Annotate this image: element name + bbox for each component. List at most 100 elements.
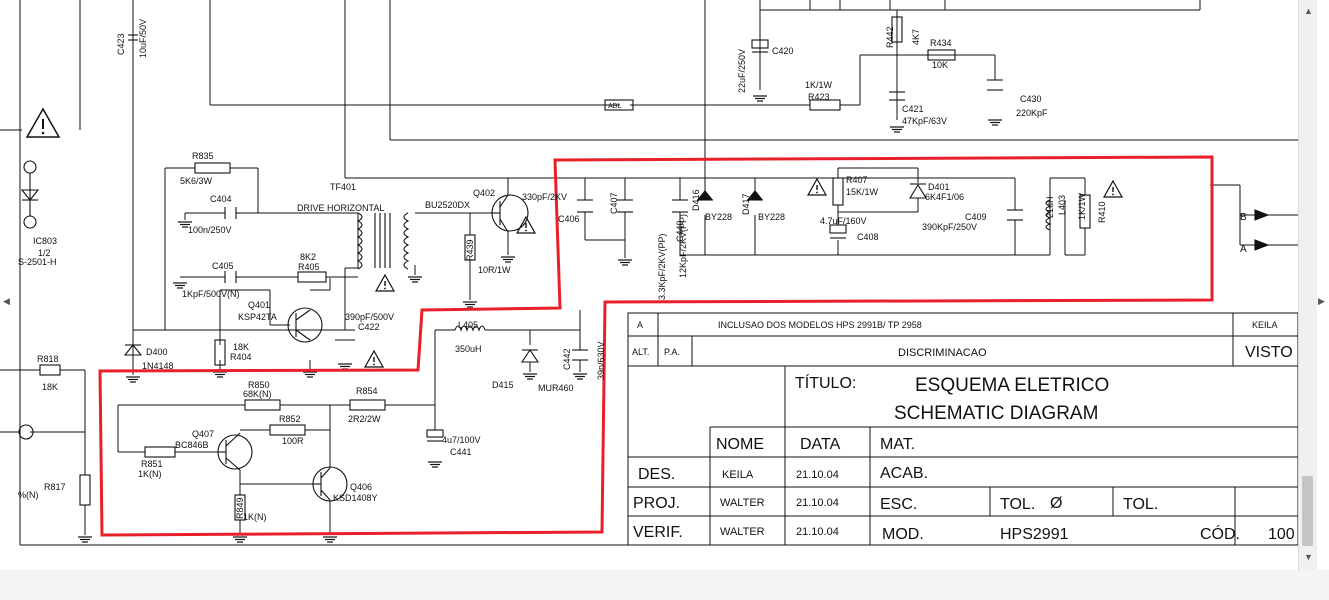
r434-value: 10K bbox=[932, 60, 948, 70]
tol-symbol: Ø bbox=[1050, 495, 1062, 512]
warning-triangle-icon bbox=[26, 108, 60, 138]
esc-label: ESC. bbox=[880, 496, 917, 513]
pa-label: P.A. bbox=[664, 347, 680, 357]
warning-triangle-icon bbox=[364, 350, 384, 368]
c440-value: 12KpF/2KV(PP) bbox=[678, 214, 688, 278]
r404-value: 18K bbox=[233, 342, 249, 352]
r439-label: R439 bbox=[465, 239, 475, 261]
d415-label: D415 bbox=[492, 380, 514, 390]
acab-label: ACAB. bbox=[880, 465, 928, 482]
scroll-down-arrow-icon[interactable]: ▼ bbox=[1304, 552, 1313, 562]
d416-type: BY228 bbox=[705, 212, 732, 222]
c430-label: C430 bbox=[1020, 94, 1042, 104]
connector-a-label: A bbox=[1240, 244, 1247, 255]
des-name: KEILA bbox=[722, 469, 754, 481]
q406-label: Q406 bbox=[350, 482, 372, 492]
warning-triangle-icon bbox=[516, 216, 536, 234]
r407-value: 15K/1W bbox=[846, 187, 879, 197]
c442-value: 39n/630V bbox=[596, 341, 606, 380]
d401-value: 6K4F1/06 bbox=[925, 192, 964, 202]
r442-value: 4K7 bbox=[911, 29, 921, 45]
l403-value: 21uH bbox=[1045, 196, 1055, 218]
r849-label: R849 bbox=[235, 497, 245, 519]
drive-horizontal-label: DRIVE HORIZONTAL bbox=[297, 203, 384, 213]
r817-value: %(N) bbox=[18, 490, 39, 500]
r407-label: R407 bbox=[846, 175, 868, 185]
r405-value: 8K2 bbox=[300, 252, 316, 262]
c420-value: 22uF/250V bbox=[737, 49, 747, 93]
cod-value: 100 bbox=[1268, 526, 1295, 543]
nome-header: NOME bbox=[716, 436, 764, 453]
c422-value: 390pF/500V bbox=[345, 312, 394, 322]
c407-label: C407 bbox=[609, 192, 619, 214]
c405-label: C405 bbox=[212, 261, 234, 271]
r851-value: 1K(N) bbox=[138, 469, 162, 479]
c409-value: 390KpF/250V bbox=[922, 222, 977, 232]
warning-triangle-icon bbox=[375, 274, 395, 292]
warning-triangle-icon bbox=[1103, 180, 1123, 198]
schematic-diagram: C423 10uF/50V 22uF/250V C420 R442 4K7 R4… bbox=[0, 0, 1299, 546]
q402-type: BU2520DX bbox=[425, 200, 470, 210]
q407-type: BC846B bbox=[175, 440, 209, 450]
c420-label: C420 bbox=[772, 46, 794, 56]
q406-type: KSD1408Y bbox=[333, 493, 378, 503]
verif-label: VERIF. bbox=[633, 524, 683, 541]
component-symbols bbox=[18, 16, 1270, 521]
scroll-up-arrow-icon[interactable]: ▲ bbox=[1304, 6, 1313, 16]
r852-label: R852 bbox=[279, 414, 301, 424]
mat-label: MAT. bbox=[880, 436, 915, 453]
scroll-right-arrow-icon[interactable]: ▶ bbox=[1318, 296, 1325, 306]
r849-value: 1K(N) bbox=[243, 512, 267, 522]
r817-label: R817 bbox=[44, 482, 66, 492]
r405-label: R405 bbox=[298, 262, 320, 272]
verif-date: 21.10.04 bbox=[796, 526, 839, 538]
bottom-status-area bbox=[0, 570, 1329, 600]
q401-type: KSP42TA bbox=[238, 312, 277, 322]
r423-label: R423 bbox=[808, 92, 830, 102]
d415-value: MUR460 bbox=[538, 383, 574, 393]
title-portuguese: ESQUEMA ELETRICO bbox=[915, 375, 1109, 396]
title-english: SCHEMATIC DIAGRAM bbox=[894, 403, 1098, 424]
r835-value: 5K6/3W bbox=[180, 176, 213, 186]
scroll-thumb[interactable] bbox=[1302, 476, 1313, 546]
rev-letter: A bbox=[637, 320, 643, 330]
c430-value: 220KpF bbox=[1016, 108, 1048, 118]
c408-label: C408 bbox=[857, 232, 879, 242]
c423-label: C423 bbox=[116, 33, 126, 55]
mod-label: MOD. bbox=[882, 526, 924, 543]
proj-label: PROJ. bbox=[633, 495, 680, 512]
c422-label: C422 bbox=[358, 322, 380, 332]
tol2-label: TOL. bbox=[1123, 496, 1158, 513]
connector-b-label: B bbox=[1240, 212, 1247, 223]
r850-label: R850 bbox=[248, 380, 270, 390]
c421-value: 47KpF/63V bbox=[902, 116, 947, 126]
d400-label: D400 bbox=[146, 347, 168, 357]
r835-label: R835 bbox=[192, 151, 214, 161]
warning-triangle-icon bbox=[807, 178, 827, 196]
scroll-left-arrow-icon[interactable]: ◀ bbox=[3, 296, 10, 306]
r442-label: R442 bbox=[885, 26, 895, 48]
d401-label: D401 bbox=[928, 182, 950, 192]
data-header: DATA bbox=[800, 436, 841, 453]
abl-label: ABL bbox=[608, 103, 621, 110]
d400-value: 1N4148 bbox=[142, 361, 174, 371]
q407-label: Q407 bbox=[192, 429, 214, 439]
c406-label: C406 bbox=[558, 214, 580, 224]
r818-label: R818 bbox=[37, 354, 59, 364]
tol1-label: TOL. bbox=[1000, 496, 1035, 513]
des-label: DES. bbox=[638, 466, 675, 483]
r850-value: 68K(N) bbox=[243, 389, 272, 399]
c406-value: 330pF/2KV bbox=[522, 192, 567, 202]
r851-label: R851 bbox=[141, 459, 163, 469]
ic803-type: S-2501-H bbox=[18, 257, 57, 267]
alt-label: ALT. bbox=[632, 347, 649, 357]
discrim-label: DISCRIMINACAO bbox=[898, 347, 987, 359]
wires bbox=[0, 0, 1298, 546]
red-highlight-outline bbox=[98, 155, 1214, 537]
l403-label: L403 bbox=[1057, 195, 1067, 215]
c408-value: 4.7uF/160V bbox=[820, 216, 867, 226]
ic803-label: IC803 bbox=[33, 236, 57, 246]
r434-label: R434 bbox=[930, 38, 952, 48]
d417-type: BY228 bbox=[758, 212, 785, 222]
vertical-scrollbar[interactable]: ▲ ▼ bbox=[1298, 0, 1317, 570]
